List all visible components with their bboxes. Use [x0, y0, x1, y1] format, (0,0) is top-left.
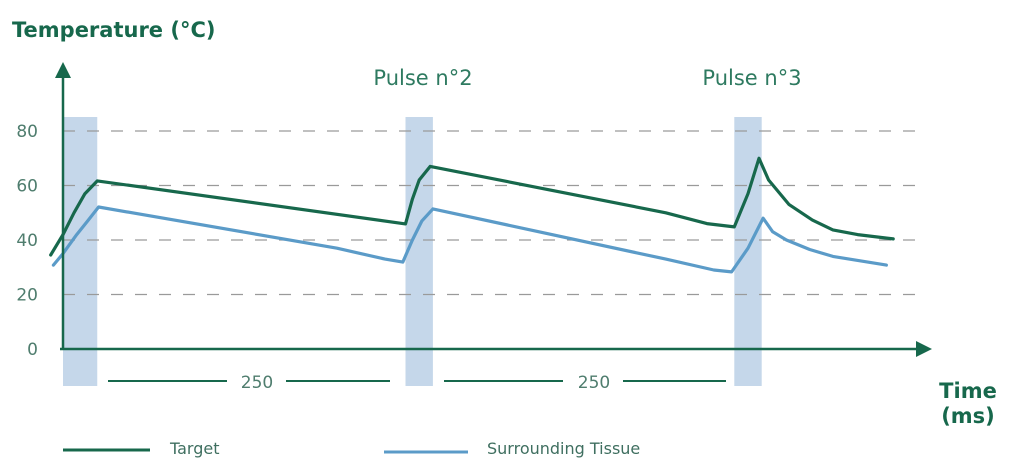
y-tick-label: 80 — [16, 122, 38, 142]
series-line-surrounding-tissue — [51, 205, 889, 274]
interval-annotation-1: 250 — [108, 373, 390, 393]
y-axis-arrow — [55, 62, 71, 78]
y-tick-label: 0 — [27, 340, 38, 360]
pulse-band-2 — [405, 117, 433, 386]
interval-label: 250 — [241, 373, 273, 393]
interval-label: 250 — [578, 373, 610, 393]
y-tick-label: 40 — [16, 231, 38, 251]
pulse-band-3 — [734, 117, 762, 386]
pulse-label-3: Pulse n°3 — [702, 66, 801, 90]
pulse-label-2: Pulse n°2 — [373, 66, 472, 90]
interval-annotation-2: 250 — [444, 373, 726, 393]
x-axis-arrow — [916, 341, 932, 357]
legend-label-tissue: Surrounding Tissue — [487, 439, 640, 458]
x-axis-title-line1: Time — [939, 379, 997, 403]
legend-label-target: Target — [169, 439, 220, 458]
y-tick-label: 60 — [16, 177, 38, 197]
series-line-target — [49, 156, 895, 257]
y-axis-title: Temperature (°C) — [12, 18, 215, 42]
y-tick-label: 20 — [16, 286, 38, 306]
legend: Target Surrounding Tissue — [63, 439, 640, 458]
pulse-band-1 — [63, 117, 98, 386]
x-axis-title-line2: (ms) — [941, 404, 995, 428]
